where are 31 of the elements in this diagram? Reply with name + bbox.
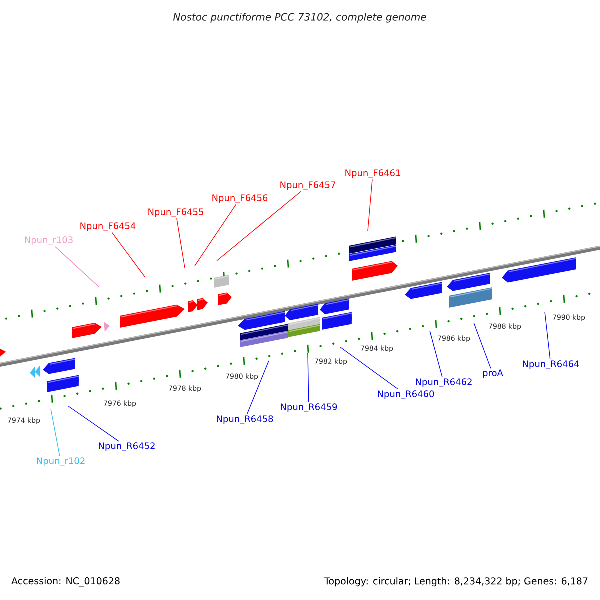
accession-text: Accession: NC_010628 (12, 577, 120, 587)
leader-line (112, 232, 146, 278)
gene-label: Npun_R6459 (281, 404, 338, 412)
gene-label: Npun_r102 (37, 458, 85, 466)
gene-label: Npun_R6458 (217, 416, 274, 424)
gene-label: Npun_r103 (25, 236, 73, 246)
leader-line (544, 312, 551, 360)
leader-line (308, 352, 310, 403)
gene-label: proA (483, 370, 504, 378)
leader-line (246, 360, 270, 415)
gene-label: Npun_R6464 (523, 360, 580, 370)
title: Nostoc punctiforme PCC 73102, complete genome (173, 13, 426, 23)
gene-label: Npun_F6454 (80, 222, 136, 232)
leader-line (50, 408, 60, 457)
genome-info-text: Topology: circular; Length: 8,234,322 bp; Genes: 6,187 (324, 577, 588, 587)
gene-label: Npun_R6462 (416, 378, 472, 388)
gene-label: Npun_F6461 (346, 170, 400, 178)
leader-line (216, 191, 302, 262)
leader-line (474, 322, 492, 369)
gene-label: Npun_R6452 (99, 442, 155, 452)
leader-line (430, 330, 443, 378)
leader-line (68, 406, 120, 442)
leader-line (368, 179, 373, 232)
gene-label: Npun_F6455 (148, 208, 204, 218)
leader-line (54, 246, 100, 288)
gene-label: Npun_F6457 (280, 182, 336, 190)
leader-line (194, 204, 237, 266)
leader-line (340, 346, 399, 390)
gene-label: Npun_F6456 (212, 194, 268, 204)
gene-label: Npun_R6460 (378, 390, 434, 400)
leader-line (176, 218, 186, 268)
